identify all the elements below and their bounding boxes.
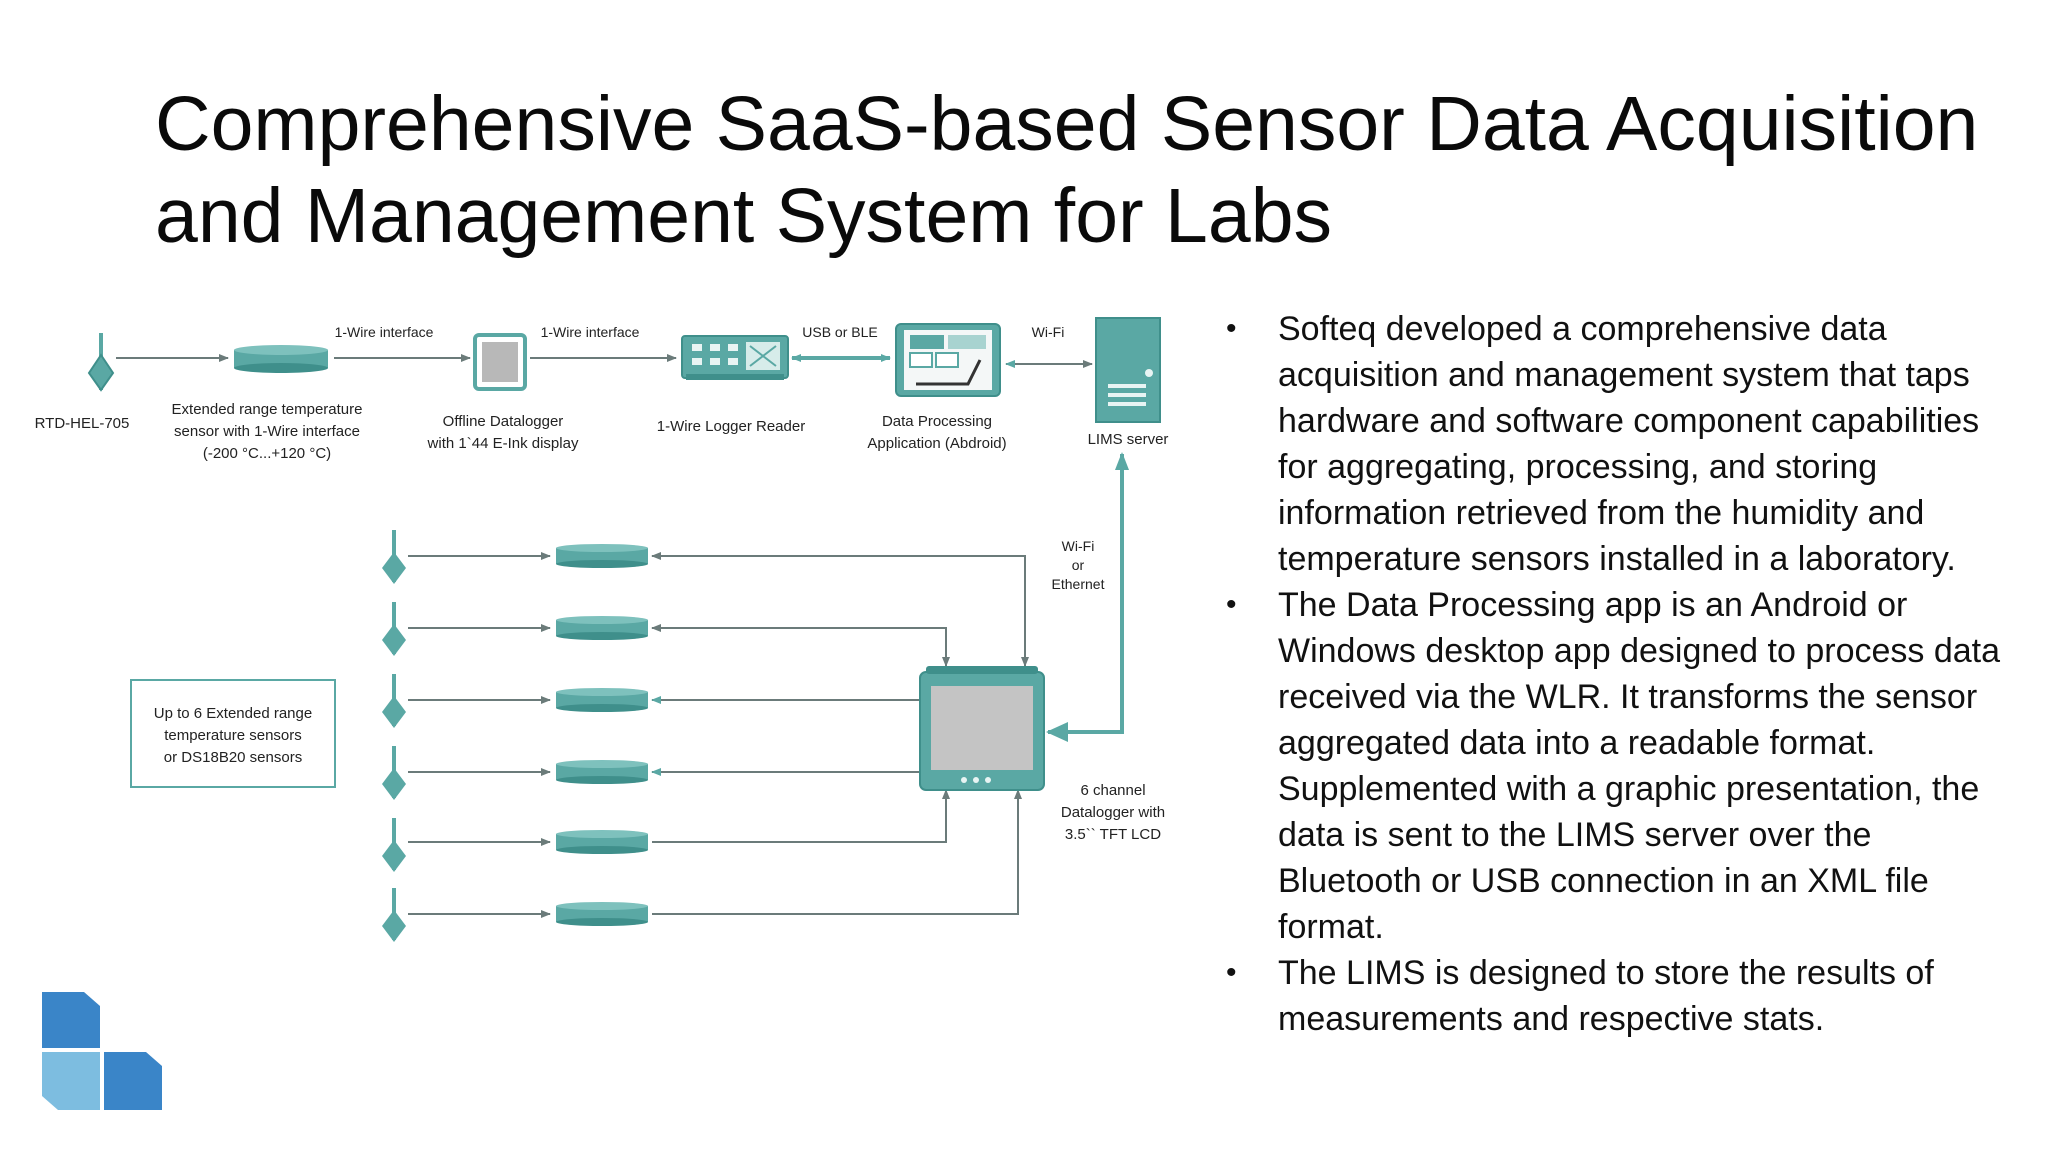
probe-to-sensor-arrows xyxy=(408,552,551,918)
sensor-disc-2-icon xyxy=(556,616,648,640)
sensor-label-line2: sensor with 1-Wire interface xyxy=(174,423,360,440)
offline-datalogger-icon xyxy=(473,333,527,391)
probe-3-icon xyxy=(382,674,406,728)
sensor-label-line1: Extended range temperature xyxy=(172,401,363,418)
box-label-line2: temperature sensors xyxy=(164,727,302,744)
datalogger-label-line1: Offline Datalogger xyxy=(443,413,564,430)
system-diagram: RTD-HEL-705 Extended range temperature s… xyxy=(35,317,1169,942)
title-line-1: Comprehensive SaaS-based Sensor Data Acq… xyxy=(155,81,1979,167)
usb-ble-label: USB or BLE xyxy=(802,324,877,340)
sensor-count-box xyxy=(130,679,336,788)
six-channel-label-line2: Datalogger with xyxy=(1061,804,1165,821)
sensor-to-datalogger-lines xyxy=(651,552,1029,915)
box-label-line1: Up to 6 Extended range xyxy=(154,705,312,722)
six-channel-datalogger-icon xyxy=(919,666,1045,791)
reader-label: 1-Wire Logger Reader xyxy=(657,418,805,435)
rtd-label: RTD-HEL-705 xyxy=(35,415,130,432)
wifi-ethernet-label-line3: Ethernet xyxy=(1052,576,1105,592)
wire-interface-label-1: 1-Wire interface xyxy=(335,324,434,340)
sensor-probes xyxy=(382,530,406,942)
sensor-disc-5-icon xyxy=(556,830,648,854)
app-label-line1: Data Processing xyxy=(882,413,992,430)
lims-server-icon xyxy=(1095,317,1161,423)
wifi-ethernet-label-line1: Wi-Fi xyxy=(1062,538,1095,554)
sensor-label-line3: (-200 °C...+120 °C) xyxy=(203,445,331,462)
datalogger-lims-link-arrowhead xyxy=(1046,722,1068,742)
probe-5-icon xyxy=(382,818,406,872)
probe-6-icon xyxy=(382,888,406,942)
temperature-sensor-icon xyxy=(234,345,328,373)
wifi-label: Wi-Fi xyxy=(1032,324,1065,340)
tablet-app-icon xyxy=(895,323,1001,397)
sensor-disc-1-icon xyxy=(556,544,648,568)
app-label-line2: Application (Abdroid) xyxy=(867,435,1006,452)
rtd-probe-icon xyxy=(87,333,115,392)
datalogger-lims-link xyxy=(1048,452,1129,734)
six-channel-label-line3: 3.5`` TFT LCD xyxy=(1065,826,1161,843)
bullet-item-2: The Data Processing app is an Android or… xyxy=(1222,582,2012,950)
lims-label: LIMS server xyxy=(1088,431,1169,448)
sensor-disc-4-icon xyxy=(556,760,648,784)
bullet-item-1: Softeq developed a comprehensive data ac… xyxy=(1222,306,2012,582)
sensor-disc-6-icon xyxy=(556,902,648,926)
sensor-disc-3-icon xyxy=(556,688,648,712)
six-channel-label-line1: 6 channel xyxy=(1080,782,1145,799)
wire-interface-label-2: 1-Wire interface xyxy=(541,324,640,340)
wifi-ethernet-label-line2: or xyxy=(1072,557,1085,573)
slide-title: Comprehensive SaaS-based Sensor Data Acq… xyxy=(155,78,2005,262)
bullet-item-3: The LIMS is designed to store the result… xyxy=(1222,950,2012,1042)
probe-4-icon xyxy=(382,746,406,800)
probe-1-icon xyxy=(382,530,406,584)
title-line-2: and Management System for Labs xyxy=(155,173,1333,259)
sensor-discs xyxy=(556,544,648,926)
bullet-list: Softeq developed a comprehensive data ac… xyxy=(1222,306,2012,1042)
datalogger-label-line2: with 1`44 E-Ink display xyxy=(427,435,579,452)
company-logo-icon xyxy=(42,992,162,1110)
box-label-line3: or DS18B20 sensors xyxy=(164,749,302,766)
logger-reader-icon xyxy=(681,335,789,380)
probe-2-icon xyxy=(382,602,406,656)
